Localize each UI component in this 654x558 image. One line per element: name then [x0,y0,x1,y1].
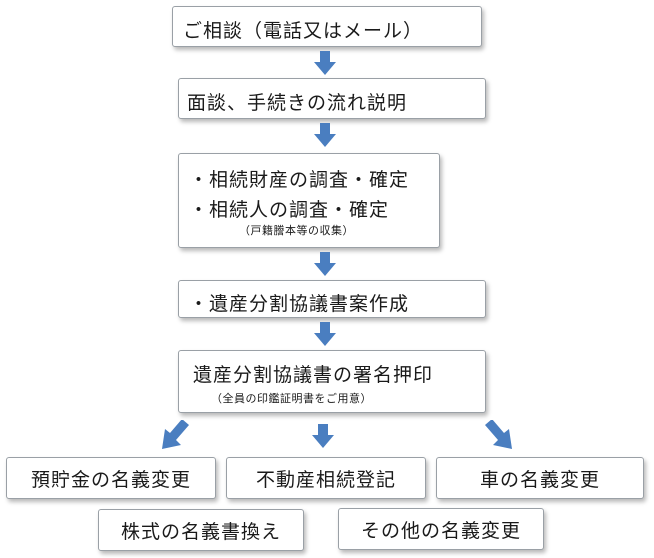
step-signature-note: （全員の印鑑証明書をご用意） [211,392,372,405]
step-draft-box: ・遺産分割協議書案作成 [178,280,486,318]
step-consultation-box: ご相談（電話又はメール） [172,6,482,47]
arrow-down-icon [312,424,334,448]
arrow-down-icon [314,123,336,147]
arrow-down-icon [314,51,336,75]
dest-other-box: その他の名義変更 [338,508,544,550]
dest-deposit-box: 預貯金の名義変更 [6,457,216,499]
step-investigation-line1: ・相続財産の調査・確定 [189,169,410,191]
dest-real-estate-label: 不動産相続登記 [255,468,396,491]
step-signature-box: 遺産分割協議書の署名押印 （全員の印鑑証明書をご用意） [178,350,486,413]
arrow-down-left-icon [162,420,189,449]
step-interview-label: 面談、手続きの流れ説明 [187,92,408,114]
dest-car-box: 車の名義変更 [436,457,644,499]
dest-stock-box: 株式の名義書換え [98,509,304,551]
dest-deposit-label: 預貯金の名義変更 [30,468,191,491]
step-consultation-label: ご相談（電話又はメール） [183,20,424,42]
step-draft-label: ・遺産分割協議書案作成 [189,293,410,315]
step-investigation-line2: ・相続人の調査・確定 [189,199,390,221]
arrow-down-icon [314,252,336,276]
arrow-down-right-icon [485,420,512,449]
arrow-down-icon [314,322,336,346]
dest-real-estate-box: 不動産相続登記 [226,457,426,499]
dest-stock-label: 株式の名義書換え [120,520,281,543]
step-interview-box: 面談、手続きの流れ説明 [178,78,486,119]
dest-other-label: その他の名義変更 [360,519,521,542]
step-investigation-box: ・相続財産の調査・確定 ・相続人の調査・確定 （戸籍謄本等の収集） [178,153,440,248]
step-signature-line1: 遺産分割協議書の署名押印 [193,364,434,386]
step-investigation-note: （戸籍謄本等の収集） [239,224,354,237]
dest-car-label: 車の名義変更 [479,468,600,491]
